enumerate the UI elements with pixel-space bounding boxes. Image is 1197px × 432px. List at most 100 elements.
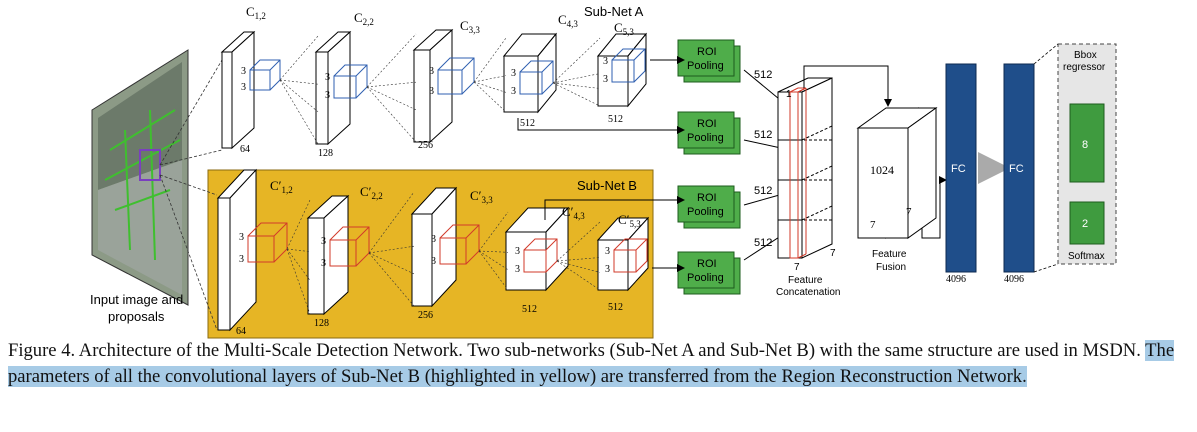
- heads-connection-lines: [1033, 43, 1059, 273]
- subnet-a-layer-channels-4: 512: [520, 118, 535, 129]
- subnet-a-layer-label-5: C5,3: [614, 20, 634, 37]
- input-label-line-1: Input image and: [90, 292, 183, 307]
- fc-layer-2: [1003, 63, 1035, 273]
- roi-pooling-1: ROI Pooling: [677, 39, 741, 83]
- bbox-label-line-2: regressor: [1063, 62, 1106, 73]
- subnet-a-kernel-label-4b: 3: [511, 86, 516, 97]
- roi-pooling-3: ROI Pooling: [677, 185, 741, 229]
- roi-label-1b: Pooling: [687, 60, 724, 72]
- subnet-b-kernel-5: [613, 238, 648, 273]
- bbox-regressor-box: [1069, 103, 1105, 183]
- softmax-label: Softmax: [1068, 251, 1105, 262]
- subnet-a-layer-1: [220, 30, 256, 150]
- roi-label-4a: ROI: [697, 258, 717, 270]
- subnet-a-layer-label-4: C4,3: [558, 12, 578, 29]
- subnet-b-projection-3: [478, 211, 509, 291]
- fusion-to-fc-arrow: [921, 176, 947, 239]
- subnet-a-projection-1: [279, 35, 319, 145]
- subnet-b-layer-5: [596, 216, 650, 292]
- subnet-b-layer-3: [410, 186, 458, 308]
- subnet-b-layer-1: [216, 168, 258, 332]
- subnet-b-layer-channels-1: 64: [236, 326, 246, 337]
- subnet-b-layer-channels-3: 256: [418, 310, 433, 321]
- roi-label-2a: ROI: [697, 118, 717, 130]
- subnet-b-kernel-label-4a: 3: [515, 246, 520, 257]
- subnet-b-projection-1: [286, 199, 311, 315]
- bbox-label-line-1: Bbox: [1074, 50, 1097, 61]
- subnet-a-layer-3: [412, 28, 454, 144]
- concat-to-fusion-arrow: [803, 65, 892, 107]
- fusion-label-line-1: Feature: [872, 249, 907, 260]
- concat-dim-side: 7: [830, 248, 836, 259]
- subnet-a-layer-label-1: C1,2: [246, 4, 266, 21]
- concat-red-slice: [789, 87, 807, 259]
- caption-text: Figure 4. Architecture of the Multi-Scal…: [8, 340, 1146, 361]
- subnet-b-projection-4: [556, 221, 601, 291]
- roi-label-3b: Pooling: [687, 206, 724, 218]
- input-label-line-2: proposals: [108, 309, 165, 324]
- subnet-a-kernel-label-4a: 3: [511, 68, 516, 79]
- subnet-a-layer-channels-2: 128: [318, 148, 333, 159]
- roi-pooling-4: ROI Pooling: [677, 251, 741, 295]
- roi-label-2b: Pooling: [687, 132, 724, 144]
- subnet-a-layer-label-3: C3,3: [460, 18, 480, 35]
- subnet-b-kernel-label-2a: 3: [321, 236, 326, 247]
- fusion-dim-side: 7: [906, 206, 912, 218]
- softmax-value: 2: [1082, 218, 1088, 230]
- fc-layer-1-label: FC: [951, 163, 966, 175]
- subnet-a-projection-4: [552, 37, 601, 107]
- fc-layer-2-size: 4096: [1004, 274, 1024, 285]
- subnet-b-layer-channels-5: 512: [608, 302, 623, 313]
- subnet-b-kernel-label-5a: 3: [605, 246, 610, 257]
- subnet-b-kernel-label-2b: 3: [321, 258, 326, 269]
- roi-output-512-c: 512: [754, 185, 772, 197]
- concat-label-line-2: Concatenation: [776, 287, 841, 298]
- subnet-a-kernel-label-2b: 3: [325, 90, 330, 101]
- subnet-b-kernel-1: [247, 222, 288, 263]
- subnet-b-kernel-label-1b: 3: [239, 254, 244, 265]
- subnet-b-kernel-label-5b: 3: [605, 264, 610, 275]
- subnet-b-kernel-label-3a: 3: [431, 234, 436, 245]
- roi-label-1a: ROI: [697, 46, 717, 58]
- concat-label-line-1: Feature: [788, 275, 823, 286]
- subnet-a-kernel-label-1a: 3: [241, 66, 246, 77]
- input-projection-lines: [159, 59, 223, 331]
- subnet-b-kernel-label-3b: 3: [431, 256, 436, 267]
- subnet-b-projection-2: [368, 191, 415, 307]
- fusion-channels: 1024: [870, 163, 894, 177]
- figure-caption: Figure 4. Architecture of the Multi-Scal…: [8, 338, 1192, 390]
- roi-label-3a: ROI: [697, 192, 717, 204]
- feature-concatenation-block: [777, 77, 833, 259]
- roi-output-512-a: 512: [754, 69, 772, 81]
- subnet-b-kernel-label-1a: 3: [239, 232, 244, 243]
- fusion-label-line-2: Fusion: [876, 262, 906, 273]
- subnet-a-kernel-label-3a: 3: [429, 66, 434, 77]
- subnet-b-kernel-label-4b: 3: [515, 264, 520, 275]
- subnet-a-layer-channels-5: 512: [608, 114, 623, 125]
- roi-pooling-2: ROI Pooling: [677, 111, 741, 155]
- roi-label-4b: Pooling: [687, 272, 724, 284]
- subnet-a-layer-2: [314, 30, 352, 146]
- subnet-a-layers: 33C1,26433C2,212833C3,325633C4,351233C5,…: [220, 4, 648, 159]
- subnet-a-layer-label-2: C2,2: [354, 10, 374, 27]
- subnet-a-layer-channels-1: 64: [240, 144, 250, 155]
- fc-layer-1-size: 4096: [946, 274, 966, 285]
- concat-dim-top: 1: [786, 89, 792, 100]
- concat-dim-bottom: 7: [794, 262, 800, 273]
- subnet-b-label: Sub-Net B: [577, 178, 637, 193]
- subnet-b-layer-2: [306, 194, 350, 316]
- subnet-b-layer-channels-2: 128: [314, 318, 329, 329]
- input-image: [91, 49, 189, 306]
- subnet-a-kernel-label-1b: 3: [241, 82, 246, 93]
- softmax-box: [1069, 201, 1105, 245]
- fusion-dim-bottom: 7: [870, 219, 876, 231]
- roi-output-512-d: 512: [754, 237, 772, 249]
- subnet-b-kernel-3: [439, 224, 480, 265]
- architecture-figure: Input image and proposals 3 3 C1,2 64 3 3 C2,2…: [90, 4, 1117, 339]
- subnet-a-kernel-2: [333, 64, 368, 99]
- subnet-a-kernel-label-3b: 3: [429, 86, 434, 97]
- subnet-b-layer-channels-4: 512: [522, 304, 537, 315]
- bbox-value: 8: [1082, 139, 1088, 151]
- subnet-a-layer-channels-3: 256: [418, 140, 433, 151]
